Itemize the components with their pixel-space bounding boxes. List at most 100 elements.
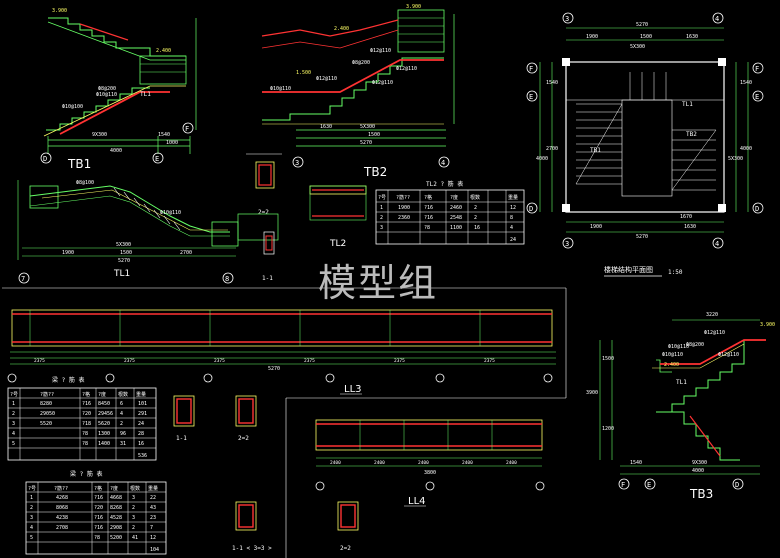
beam-table-1-cell: 24 — [138, 421, 144, 427]
tl2-table-cell: 2 — [474, 205, 477, 211]
beam-table-1-cell: 31 — [120, 441, 126, 447]
beam-table-2-cell: 3 — [30, 515, 33, 521]
ll3-span-5: 2375 — [394, 358, 405, 364]
plan-dim-right-2: 4000 — [740, 146, 752, 152]
beam-table-1-cell: 4 — [12, 431, 15, 437]
tb3-top-level: 3.900 — [760, 322, 775, 328]
plan-dim-right-1: 1540 — [740, 80, 752, 86]
beam-ll3: 2375 2375 2375 2375 2375 2375 5270 LL3 — [2, 287, 567, 558]
ll4-span-5: 2400 — [506, 460, 517, 466]
beam-table-1-cell: 2 — [12, 411, 15, 417]
tb1-dim-4000: 4000 — [110, 148, 122, 154]
bt2-h0: ?号 — [28, 486, 36, 492]
bt1-h0: ?号 — [10, 392, 18, 398]
tl2-table-cell: 1 — [380, 205, 383, 211]
tb3-title: TB3 — [689, 487, 713, 501]
beam-table-2-cell: 43 — [150, 505, 156, 511]
beam-table-1-cell: 8280 — [40, 401, 52, 407]
beam-table-1-cell: 1400 — [98, 441, 110, 447]
beam-table-1-cell: 5 — [12, 441, 15, 447]
beam-table-2-cell: 5 — [30, 535, 33, 541]
tb2-note-2: Ф8@200 — [352, 60, 370, 66]
tl1-axis-7: 7 — [21, 275, 25, 283]
plan-dim-bottom-3: 1630 — [684, 224, 696, 230]
beam-table-2-cell: ?8 — [94, 535, 100, 541]
plan-axis-4-bottom: 4 — [715, 240, 719, 248]
beam-table-1-cell: 291 — [138, 411, 147, 417]
plan-axis-3-top: 3 — [565, 15, 569, 23]
beam-table-1-cell: 28 — [138, 431, 144, 437]
plan-axis-3-bottom: 3 — [565, 240, 569, 248]
beam-table-2-cell: 12 — [150, 535, 156, 541]
tb2-note-3: Ф12@110 — [316, 76, 337, 82]
beam-table-1-cell: ?8 — [82, 441, 88, 447]
tl2-section-1-1: 1-1 — [262, 275, 273, 282]
beam-table-2-cell: 8268 — [110, 505, 122, 511]
beam-table-1-cell: 1 — [12, 401, 15, 407]
beam-table-1-cell: 4 — [120, 411, 123, 417]
beam-table-1-cell: 2 — [120, 421, 123, 427]
tb1-dim-1000: 1000 — [166, 140, 178, 146]
plan-dim-left-1: 1540 — [546, 80, 558, 86]
plan-dim-top-3: 1630 — [686, 34, 698, 40]
tb1-axis-d: D — [43, 155, 47, 163]
bt2-h4: 根数 — [130, 485, 140, 492]
beam-table-2-cell: 2908 — [110, 525, 122, 531]
tb2-level-2: 2.400 — [334, 26, 349, 32]
ll3-total: 5270 — [268, 366, 280, 372]
tb1-axis-e: E — [155, 155, 159, 163]
beam-table-2-cell: 3 — [132, 515, 135, 521]
beam-table-2-caption: 梁 ? 筋 表 — [70, 470, 102, 478]
tb2-axis-3: 3 — [295, 159, 299, 167]
tb2-axis-4: 4 — [441, 159, 445, 167]
tb3-dim-left-1: 1500 — [602, 356, 614, 362]
beam-table-2-cell: 7 — [150, 525, 153, 531]
beam-table-2-cell: 2708 — [56, 525, 68, 531]
plan-axis-e-right: E — [755, 93, 759, 101]
tl2-section-title: 2=2 — [258, 209, 269, 216]
tl2-title: TL2 — [329, 239, 346, 249]
ll4-total: 3800 — [424, 470, 436, 476]
beam-table-2-cell: 8068 — [56, 505, 68, 511]
beam-table-2-cell: 4238 — [56, 515, 68, 521]
plan-dim-bottom-total: 5270 — [636, 234, 648, 240]
section-2-2-b: 2=2 — [340, 545, 351, 552]
ll4-span-2: 2400 — [374, 460, 385, 466]
beam-table-2-cell: 3 — [132, 495, 135, 501]
tb3-label-tl1: TL1 — [676, 379, 687, 386]
beam-table-1-cell: 6 — [120, 401, 123, 407]
bt2-h1: ?筋?? — [54, 485, 68, 492]
tl2-table-cell: 2548 — [450, 215, 462, 221]
tb1-stair-section: D E F TB1 TL1 9X300 1540 1000 4000 3.900… — [40, 8, 197, 171]
beam-table-1-cell: 5620 — [98, 421, 110, 427]
bt2-h3: ?度 — [110, 485, 118, 492]
tl1-dim-steps: 5X300 — [116, 242, 131, 248]
beam-table-2-cell: 1 — [30, 495, 33, 501]
tl2-table-cell: 2360 — [398, 215, 410, 221]
beam-table-1-cell: 16 — [138, 441, 144, 447]
beam-table-1-cell: 96 — [120, 431, 126, 437]
ll3-span-3: 2375 — [214, 358, 225, 364]
tl1-axis-8: 8 — [225, 275, 229, 283]
tb2-note-5: Ф12@110 — [372, 80, 393, 86]
plan-title: 楼梯结构平面图 — [604, 265, 653, 274]
tl1-dim-total: 5270 — [118, 258, 130, 264]
tl2-table-caption: TL2 ? 筋 表 — [426, 180, 463, 188]
beam-cross-sections: 1-1 2=2 1-1 < 3=3 > 2=2 — [173, 395, 359, 552]
plan-dim-top-steps: 5X300 — [630, 44, 645, 50]
ll4-span-4: 2400 — [462, 460, 473, 466]
ll4-span-1: 2400 — [330, 460, 341, 466]
beam-table-2-cell: 4 — [30, 525, 33, 531]
plan-axis-f-right: F — [755, 65, 759, 73]
plan-tag-tb1: TB1 — [590, 147, 601, 154]
tb3-mid-level: 2.400 — [664, 362, 679, 368]
tb3-note-4: Ф10@110 — [662, 352, 683, 358]
tl2-table-cell: 4 — [510, 225, 513, 231]
tl2-table-cell: 12 — [510, 205, 516, 211]
tb2-dim-5270: 5270 — [360, 140, 372, 146]
tl2-table-cell: 2460 — [450, 205, 462, 211]
tl2-table-cell: ?16 — [424, 215, 433, 221]
tb2-title: TB2 — [363, 165, 387, 179]
ll3-span-4: 2375 — [304, 358, 315, 364]
